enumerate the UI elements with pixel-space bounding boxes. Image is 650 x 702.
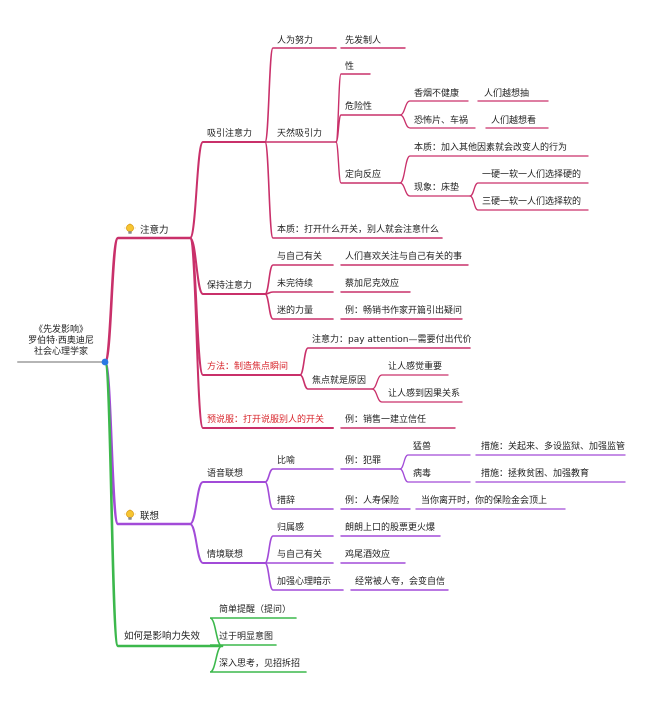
node-natural[interactable]: 天然吸引力 (277, 129, 323, 139)
node-focus-cause[interactable]: 焦点就是原因 (312, 376, 367, 386)
branch-line (264, 47, 337, 143)
branch-line (399, 155, 589, 184)
topic-attention[interactable]: 注意力 (124, 223, 169, 237)
branch-line (103, 360, 192, 526)
node-pre-persuasion[interactable]: 预说服：打开说服别人的开关 (207, 415, 325, 425)
node-self-related-2[interactable]: 与自己有关 (277, 550, 323, 560)
branch-line (264, 562, 344, 591)
branch-line (189, 481, 266, 525)
node-feel-important[interactable]: 让人感觉重要 (388, 362, 443, 372)
node-mattress[interactable]: 现象：床垫 (414, 183, 460, 193)
node-crime[interactable]: 例：犯罪 (345, 456, 382, 466)
node-cigarette[interactable]: 香烟不健康 (414, 89, 460, 99)
node-suggestion[interactable]: 加强心理暗示 (277, 577, 332, 587)
branch-line (399, 100, 469, 116)
branch-line (189, 523, 266, 564)
node-virus-measures[interactable]: 措施：拯救贫困、加强教育 (481, 469, 590, 479)
node-mattress-soft[interactable]: 三硬一软一人们选择软的 (482, 197, 582, 207)
branch-line (264, 468, 334, 483)
branch-line (371, 388, 463, 403)
node-zeigarnik[interactable]: 蔡加尼克效应 (345, 279, 400, 289)
node-orient[interactable]: 定向反应 (345, 170, 382, 180)
topic-failure[interactable]: 如何是影响力失效 (124, 631, 201, 642)
node-attract-essence[interactable]: 本质：打开什么开关，别人就会注意什么 (277, 225, 440, 235)
branch-line (189, 141, 266, 239)
node-danger[interactable]: 危险性 (345, 102, 373, 112)
branch-line (103, 236, 192, 364)
topic-association-label: 联想 (140, 511, 160, 522)
node-stock[interactable]: 朗朗上口的股票更火爆 (345, 523, 436, 533)
node-praise[interactable]: 经常被人夸，会变自信 (355, 577, 446, 587)
branch-line (299, 347, 471, 376)
branch-line (264, 291, 334, 295)
node-horror[interactable]: 恐怖片、车祸 (414, 116, 469, 126)
branch-line (469, 195, 589, 211)
node-self-related[interactable]: 与自己有关 (277, 252, 323, 262)
branch-line (399, 114, 476, 129)
central-topic[interactable]: 《先发影响》 罗伯特·西奥迪尼 社会心理学家 (18, 325, 104, 358)
node-mystery[interactable]: 迷的力量 (277, 306, 314, 316)
node-belonging[interactable]: 归属感 (277, 523, 305, 533)
branch-line (399, 454, 471, 470)
node-keep[interactable]: 保持注意力 (207, 281, 253, 291)
branch-line (264, 264, 334, 295)
node-mattress-hard[interactable]: 一硬一软一人们选择硬的 (482, 170, 582, 180)
branch-line (399, 182, 471, 197)
branch-line (299, 374, 373, 390)
node-life-insurance[interactable]: 例：人寿保险 (345, 496, 400, 506)
node-orient-essence[interactable]: 本质：加入其他因素就会改变人的行为 (414, 143, 568, 153)
center-dot (101, 358, 109, 366)
branch-line (469, 182, 589, 197)
node-attract[interactable]: 吸引注意力 (207, 129, 253, 139)
branch-line (264, 141, 443, 239)
node-obvious-intent[interactable]: 过于明显意图 (219, 632, 274, 642)
central-author: 罗伯特·西奥迪尼 (28, 336, 94, 346)
node-context[interactable]: 情境联想 (207, 550, 244, 560)
branch-line (189, 237, 334, 429)
node-deep-think[interactable]: 深入思考，见招拆招 (219, 659, 301, 669)
branch-line (209, 644, 277, 647)
topic-association[interactable]: 联想 (124, 509, 159, 523)
node-verbal[interactable]: 语音联想 (207, 469, 244, 479)
lightbulb-icon (124, 223, 136, 234)
central-title: 《先发影响》 (33, 325, 88, 335)
node-want-watch[interactable]: 人们越想看 (491, 116, 537, 126)
node-virus[interactable]: 病毒 (413, 469, 432, 479)
branch-line (209, 645, 307, 673)
branch-line (264, 293, 334, 320)
branch-line (264, 481, 334, 510)
node-metaphor[interactable]: 比喻 (277, 456, 296, 466)
lightbulb-icon (124, 509, 136, 520)
node-wording[interactable]: 措辞 (277, 496, 296, 506)
node-pay-attention[interactable]: 注意力：pay attention—需要付出代价 (312, 335, 472, 345)
branch-line (335, 141, 401, 184)
central-author-role: 社会心理学家 (33, 347, 88, 357)
node-unfinished[interactable]: 未完待续 (277, 279, 314, 289)
node-self-related-detail[interactable]: 人们喜欢关注与自己有关的事 (345, 252, 463, 262)
node-sales-trust[interactable]: 例：销售一建立信任 (345, 415, 427, 425)
branch-line (103, 360, 224, 648)
node-insurance-detail[interactable]: 当你离开时，你的保险金会顶上 (421, 496, 548, 506)
node-human-effort[interactable]: 人为努力 (277, 36, 314, 46)
node-feel-causal[interactable]: 让人感到因果关系 (388, 389, 461, 399)
node-cocktail[interactable]: 鸡尾酒效应 (345, 550, 391, 560)
node-beast[interactable]: 猛兽 (413, 442, 432, 452)
node-sex[interactable]: 性 (345, 62, 355, 72)
topic-attention-label: 注意力 (140, 225, 169, 236)
node-method[interactable]: 方法：制造焦点瞬间 (207, 362, 289, 372)
node-mystery-example[interactable]: 例：畅销书作家开篇引出疑问 (345, 306, 463, 316)
branch-line (335, 114, 401, 143)
branch-line (399, 468, 471, 483)
branch-line (371, 374, 449, 390)
node-preempt[interactable]: 先发制人 (345, 36, 382, 46)
branch-line (264, 535, 334, 564)
node-reminder[interactable]: 简单提醒（提问） (219, 605, 292, 615)
node-want-smoke[interactable]: 人们越想抽 (484, 89, 530, 99)
node-beast-measures[interactable]: 措施：关起来、多设监狱、加强监管 (481, 442, 626, 452)
